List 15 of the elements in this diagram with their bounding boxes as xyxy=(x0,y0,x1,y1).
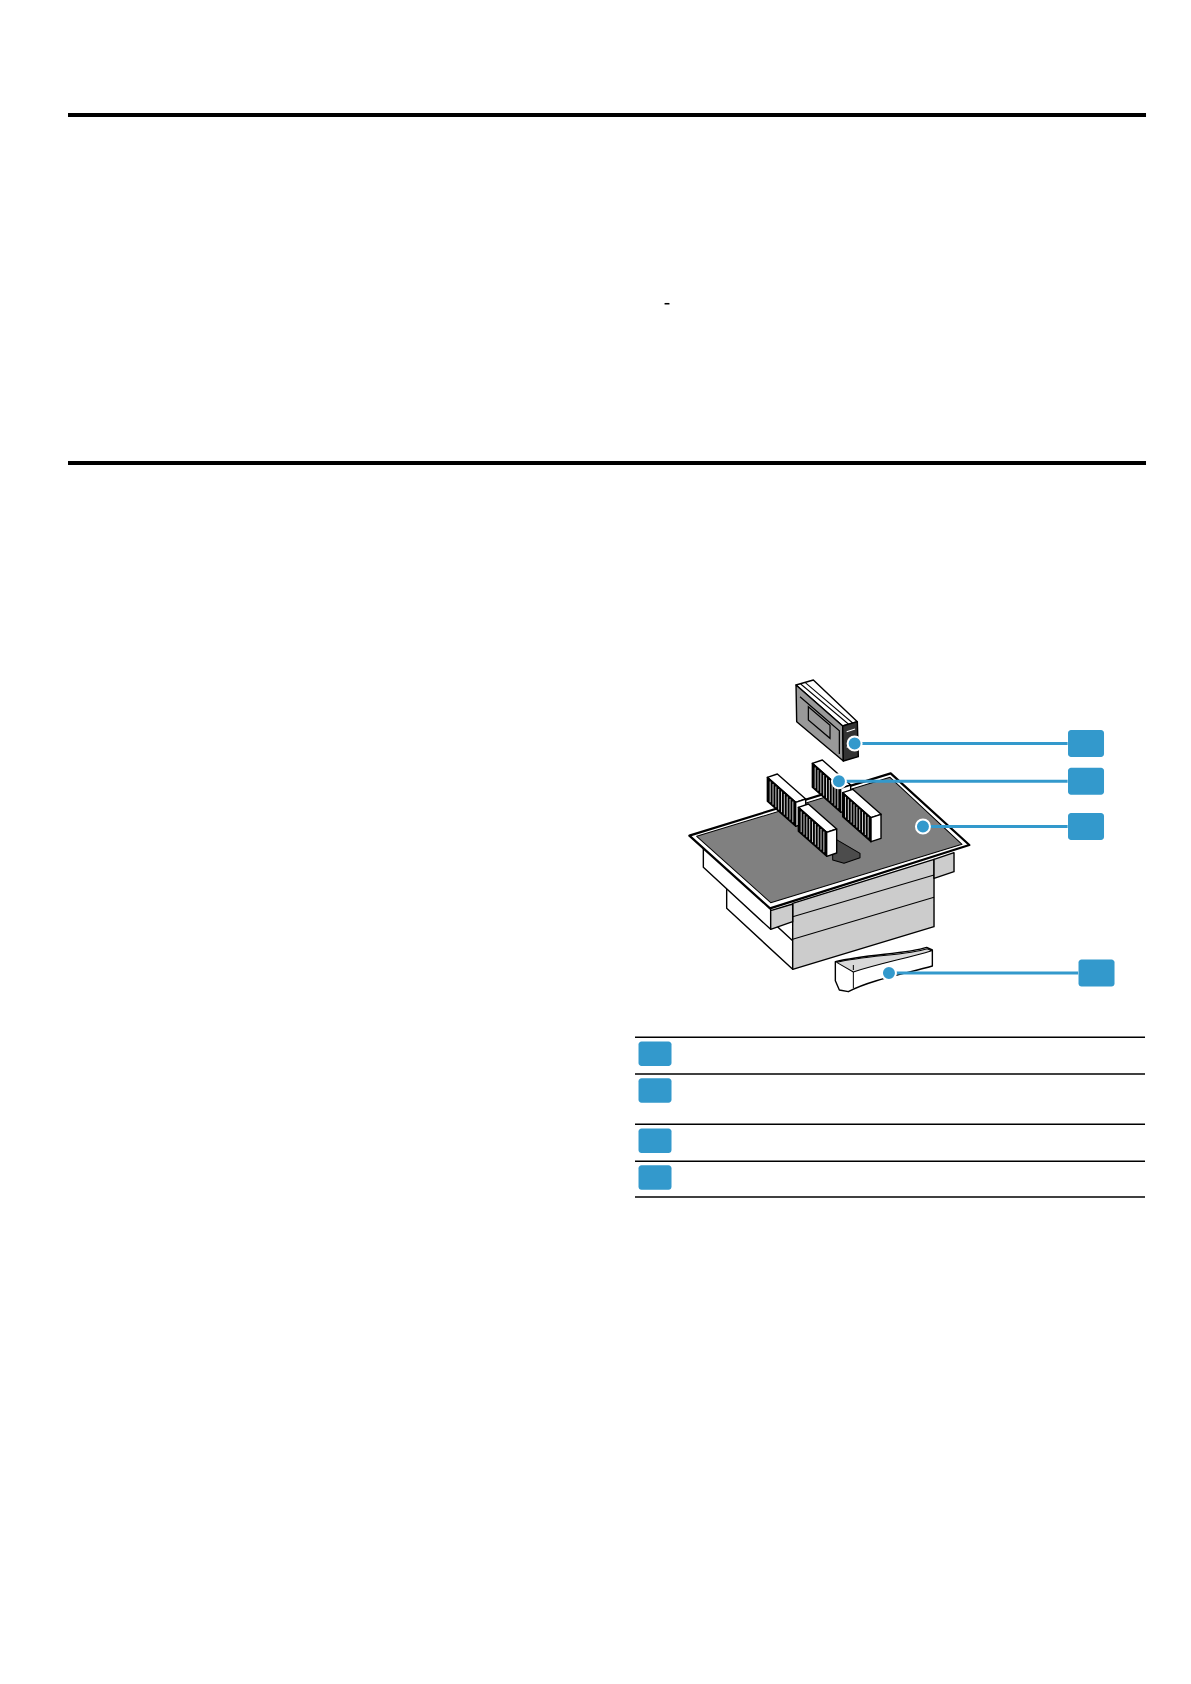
callout-box xyxy=(638,1165,672,1190)
leader-line xyxy=(830,773,1068,790)
callout-box xyxy=(1078,959,1115,987)
tray xyxy=(834,946,934,993)
callout-box xyxy=(638,1041,672,1067)
callout-box xyxy=(638,1128,672,1154)
cartridge xyxy=(795,679,860,762)
callout-box xyxy=(1068,730,1104,757)
callout-box xyxy=(638,1078,672,1103)
leader-line xyxy=(914,818,1068,835)
leader-line xyxy=(880,965,1079,981)
leader-line xyxy=(846,735,1068,752)
callout-box xyxy=(1068,767,1104,795)
callout-box xyxy=(1068,813,1104,840)
text-label: - xyxy=(664,302,670,305)
